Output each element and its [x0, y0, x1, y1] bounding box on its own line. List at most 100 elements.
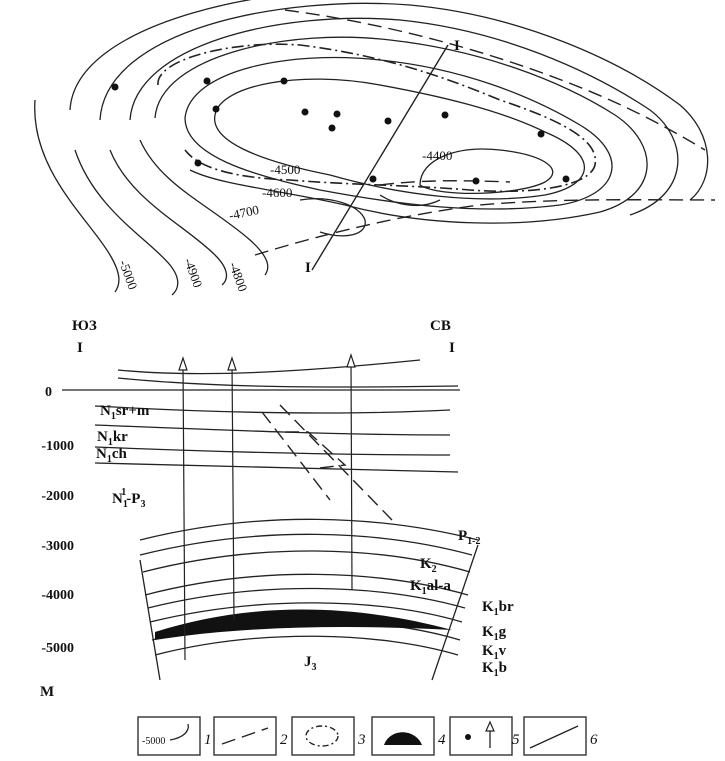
direction-right: СВ	[430, 318, 451, 334]
layer-label-j3: J3	[304, 654, 317, 673]
surface-line	[117, 377, 459, 388]
section-mark-left: I	[77, 340, 83, 356]
well-dot	[203, 77, 211, 85]
legend-box-3	[291, 716, 355, 756]
well-arrow	[346, 353, 356, 368]
legend-well-dot	[465, 734, 471, 740]
section-line-I-I	[311, 44, 449, 271]
horizon-line	[139, 518, 479, 541]
legend-num-6: 6	[590, 732, 598, 748]
layer-label-k1ala: K1al-a	[410, 578, 451, 597]
layer-label-k1v: K1v	[482, 643, 507, 662]
layer-label-k1g: K1g	[482, 624, 507, 643]
contour-label-4800: -4800	[226, 260, 250, 294]
horizon-line	[94, 405, 451, 414]
depth-label-3000: -3000	[41, 539, 74, 554]
reservoir-body	[155, 609, 452, 640]
horizon-line	[94, 446, 451, 456]
well-dot	[328, 124, 336, 132]
contour-label-4600: -4600	[262, 185, 292, 200]
contour-line	[129, 17, 679, 216]
depth-label-1000: -1000	[41, 439, 74, 454]
well-dot	[384, 117, 392, 125]
legend-box-5	[449, 716, 513, 756]
layer-label-k2: K2	[420, 556, 437, 575]
legend-num-1: 1	[204, 732, 212, 748]
horizon-line	[144, 573, 469, 596]
contour-line	[419, 148, 554, 195]
horizon-line	[139, 533, 473, 556]
legend-box-1	[137, 716, 201, 756]
depth-label-5000: -5000	[41, 641, 74, 656]
well-trace	[231, 361, 235, 621]
contour-line	[139, 139, 269, 276]
depth-label-2000: -2000	[41, 489, 74, 504]
contour-line	[299, 198, 366, 237]
section-fault	[261, 411, 331, 501]
section-wells	[178, 353, 356, 661]
direction-left: ЮЗ	[72, 318, 97, 334]
layer-label-k1b: K1b	[482, 660, 507, 679]
legend: -5000 1 2 3 4 5 6	[137, 716, 598, 756]
section-fault	[139, 559, 161, 681]
section-fault	[431, 544, 479, 681]
horizon-line	[94, 424, 451, 436]
fault-line	[379, 180, 511, 186]
horizon-line	[94, 462, 459, 473]
contour-line	[184, 56, 613, 210]
well-dot	[369, 175, 377, 183]
contour-line	[34, 99, 120, 293]
contour-label-5000: -5000	[116, 258, 140, 292]
layer-label-ch: N1ch	[96, 446, 128, 465]
fault-line	[254, 199, 716, 256]
contour-line	[99, 2, 709, 201]
well-trace	[182, 361, 186, 661]
horizon-line	[142, 550, 471, 573]
structure-map: I I -4400 -4500 -4600 -4700 -4800 -4900 …	[34, 0, 716, 296]
well-dot	[280, 77, 288, 85]
depth-label-4000: -4000	[41, 588, 74, 603]
section-fault	[285, 431, 347, 469]
well-dot	[441, 111, 449, 119]
horizon-line	[149, 602, 463, 623]
layer-label-p12: P1-2	[458, 528, 481, 547]
contour-label-4400: -4400	[422, 148, 452, 163]
legend-section-line-symbol	[529, 725, 579, 749]
cross-section: ЮЗ СВ I I 0 -1000 -2000 -3000 -4000 -500…	[40, 318, 514, 700]
layer-label-n-p3: N11-P3	[112, 487, 145, 510]
well-dot	[212, 105, 220, 113]
horizon-line	[147, 587, 466, 609]
legend-owc-symbol	[305, 725, 339, 747]
legend-num-5: 5	[512, 732, 520, 748]
contour-label-4700: -4700	[228, 202, 261, 223]
legend-num-2: 2	[280, 732, 288, 748]
fault-line	[284, 9, 706, 151]
well-dot	[472, 177, 480, 185]
legend-box-2	[213, 716, 277, 756]
legend-reservoir-symbol	[384, 732, 422, 745]
well-arrow	[227, 356, 237, 371]
legend-num-3: 3	[357, 732, 366, 748]
layer-label-kr: N1kr	[97, 429, 128, 448]
legend-box-6	[523, 716, 587, 756]
contour-line	[214, 78, 586, 200]
wells	[111, 77, 570, 185]
contour-line	[379, 194, 441, 207]
depth-label-0: 0	[45, 385, 52, 400]
well-dot	[111, 83, 119, 91]
legend-sample-contour-label: -5000	[142, 736, 165, 747]
section-fault	[279, 404, 393, 521]
legend-contour-symbol	[169, 723, 189, 741]
section-mark-right: I	[449, 340, 455, 356]
well-dot	[333, 110, 341, 118]
contour-line	[154, 36, 648, 224]
contour-label-4500: -4500	[270, 162, 300, 177]
section-line-end-label: I	[454, 38, 460, 54]
well-dot	[562, 175, 570, 183]
well-arrow	[178, 356, 188, 371]
well-dot	[301, 108, 309, 116]
legend-num-4: 4	[438, 732, 446, 748]
layer-label-k1br: K1br	[482, 599, 514, 618]
depth-units: М	[40, 684, 54, 700]
